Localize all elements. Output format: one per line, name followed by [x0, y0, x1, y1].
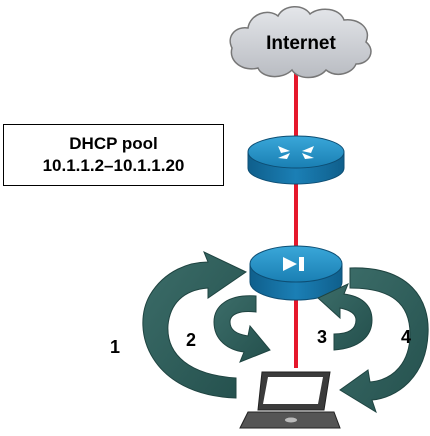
step-2-arrow: [213, 295, 271, 363]
step-label-1: 1: [110, 337, 121, 357]
internet-cloud-icon: [229, 6, 372, 79]
step-label-2: 2: [186, 330, 197, 350]
dhcp-pool-range: 10.1.1.2–10.1.1.20: [42, 156, 185, 175]
step-4-arrow: [339, 267, 429, 414]
step-label-3: 3: [317, 327, 328, 347]
step-label-4: 4: [401, 327, 412, 347]
laptop-icon: [239, 371, 341, 429]
access-point-icon: [249, 245, 343, 301]
router-icon: [247, 135, 345, 185]
step-3-arrow: [317, 283, 373, 351]
dhcp-pool-title: DHCP pool: [69, 134, 158, 153]
internet-label: Internet: [266, 33, 336, 54]
dhcp-pool-box: DHCP pool 10.1.1.2–10.1.1.20: [3, 124, 224, 186]
step-1-arrow: [142, 250, 247, 399]
